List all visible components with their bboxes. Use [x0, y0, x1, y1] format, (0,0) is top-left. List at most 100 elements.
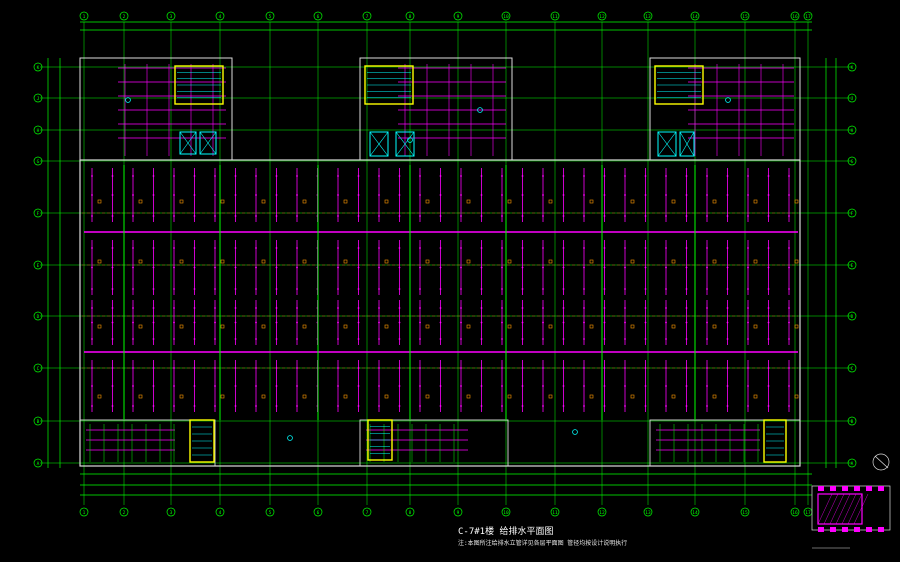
sprinkler-head — [214, 194, 216, 196]
sprinkler-head — [378, 288, 380, 290]
sprinkler-head — [644, 247, 647, 249]
sprinkler-head — [665, 194, 667, 196]
sprinkler-head — [91, 338, 93, 340]
elevator-icon — [199, 131, 217, 155]
sprinkler-head — [234, 194, 237, 196]
sprinkler-head — [747, 266, 749, 269]
sprinkler-head — [398, 247, 401, 249]
sprinkler-head — [132, 194, 134, 196]
axis-bubble — [166, 507, 176, 517]
axis-bubble — [597, 507, 607, 517]
sprinkler-head — [419, 215, 421, 217]
sprinkler-head — [214, 247, 216, 249]
sprinkler-head — [624, 338, 626, 340]
sprinkler-head — [439, 194, 442, 196]
sprinkler-head — [111, 321, 114, 324]
sprinkler-head — [91, 385, 93, 387]
sprinkler-head — [255, 321, 257, 324]
sprinkler-head — [644, 266, 647, 269]
core-outline — [359, 57, 513, 161]
sprinkler-head — [644, 321, 647, 324]
drawing-title: C-7#1楼 给排水平面图 — [458, 527, 554, 537]
sprinkler-head — [726, 175, 729, 177]
axis-label: 4 — [219, 14, 222, 20]
sprinkler-head — [665, 338, 667, 340]
sprinkler-head — [91, 175, 93, 177]
sprinkler-head — [706, 338, 708, 340]
sprinkler-head — [460, 215, 462, 217]
sprinkler-head — [501, 321, 503, 324]
axis-bubble — [690, 507, 700, 517]
sprinkler-head — [480, 194, 483, 196]
axis-bubble — [362, 507, 372, 517]
sprinkler-head — [419, 288, 421, 290]
sprinkler-head — [255, 194, 257, 196]
sprinkler-head — [275, 194, 278, 196]
sprinkler-head — [275, 367, 278, 369]
axis-bubble — [790, 11, 800, 21]
sprinkler-head — [132, 175, 134, 177]
sprinkler-head — [460, 194, 462, 196]
sprinkler-head — [378, 385, 380, 387]
sprinkler-head — [685, 288, 688, 290]
key-plan-marker — [866, 486, 872, 491]
fixture-box — [712, 199, 717, 204]
sprinkler-head — [624, 215, 626, 217]
sprinkler-head — [521, 307, 524, 309]
sprinkler-head — [788, 405, 790, 407]
sprinkler-head — [480, 247, 483, 249]
sprinkler-head — [152, 338, 155, 340]
axis-label: 17 — [805, 14, 811, 20]
fixture-box — [753, 259, 758, 264]
sprinkler-head — [173, 194, 175, 196]
sprinkler-head — [132, 405, 134, 407]
sprinkler-head — [747, 175, 749, 177]
axis-label: H — [37, 128, 40, 134]
axis-label: 10 — [503, 14, 509, 20]
sprinkler-head — [439, 367, 442, 369]
sprinkler-head — [460, 175, 462, 177]
riser-icon — [477, 107, 483, 113]
sprinkler-head — [398, 175, 401, 177]
fixture-box — [220, 394, 225, 399]
elevator-icon — [679, 131, 695, 157]
sprinkler-head — [726, 405, 729, 407]
sprinkler-head — [603, 288, 606, 290]
fixture-box — [589, 394, 594, 399]
sprinkler-head — [542, 194, 544, 196]
sprinkler-head — [706, 215, 708, 217]
axis-bubble — [166, 11, 176, 21]
sprinkler-head — [726, 338, 729, 340]
axis-label: 3 — [170, 14, 173, 20]
sprinkler-head — [501, 405, 503, 407]
sprinkler-head — [173, 321, 175, 324]
sprinkler-head — [173, 288, 175, 290]
sprinkler-head — [275, 175, 278, 177]
stair-icon — [174, 65, 224, 105]
axis-bubble — [119, 507, 129, 517]
sprinkler-head — [726, 288, 729, 290]
fixture-box — [630, 259, 635, 264]
sprinkler-head — [501, 175, 503, 177]
core-outline — [649, 57, 801, 161]
elevator-icon — [395, 131, 415, 157]
sprinkler-head — [706, 405, 708, 407]
sprinkler-head — [91, 215, 93, 217]
sprinkler-head — [480, 175, 483, 177]
sprinkler-head — [665, 175, 667, 177]
sprinkler-head — [152, 215, 155, 217]
fixture-box — [425, 324, 430, 329]
sprinkler-head — [132, 307, 134, 309]
sprinkler-head — [644, 405, 647, 407]
sprinkler-head — [460, 367, 462, 369]
key-plan-hatch — [829, 493, 845, 525]
sprinkler-head — [255, 405, 257, 407]
sprinkler-head — [706, 288, 708, 290]
sprinkler-head — [685, 266, 688, 269]
fixture-box — [261, 199, 266, 204]
key-plan-marker — [854, 527, 860, 532]
sprinkler-head — [214, 266, 216, 269]
elevator-cross — [657, 131, 677, 157]
sprinkler-head — [275, 307, 278, 309]
sprinkler-head — [296, 175, 298, 177]
